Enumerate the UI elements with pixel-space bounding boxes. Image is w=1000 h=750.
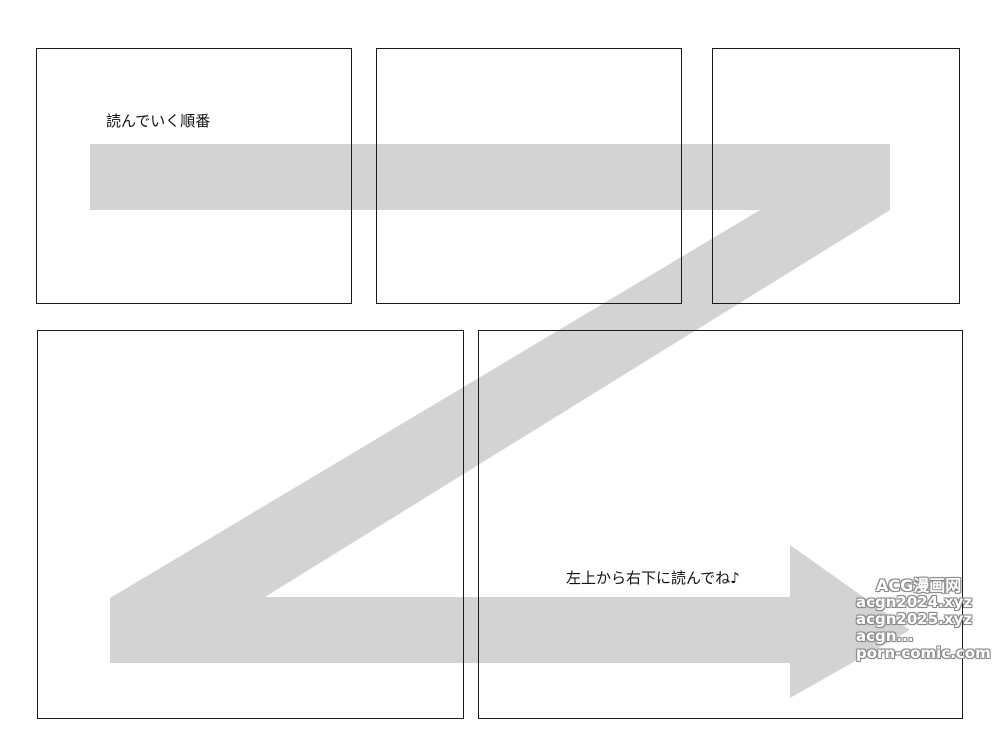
panel-2 bbox=[376, 48, 682, 304]
z-arrow-shape bbox=[90, 144, 910, 698]
watermark: ACG漫画网 acgn2024.xyz acgn2025.xyz acgn...… bbox=[856, 577, 991, 662]
reading-order-caption: 読んでいく順番 bbox=[106, 112, 211, 130]
panel-4 bbox=[37, 330, 464, 719]
reading-direction-caption: 左上から右下に読んでね♪ bbox=[566, 569, 740, 587]
panel-1 bbox=[36, 48, 352, 304]
watermark-line: acgn... bbox=[856, 627, 914, 645]
panel-3 bbox=[712, 48, 960, 304]
panel-5 bbox=[478, 330, 963, 719]
watermark-brand: ACG漫画网 bbox=[876, 576, 962, 595]
watermark-line: acgn2024.xyz bbox=[856, 593, 973, 611]
watermark-line: porn-comic.com bbox=[856, 644, 991, 662]
watermark-line: acgn2025.xyz bbox=[856, 610, 973, 628]
